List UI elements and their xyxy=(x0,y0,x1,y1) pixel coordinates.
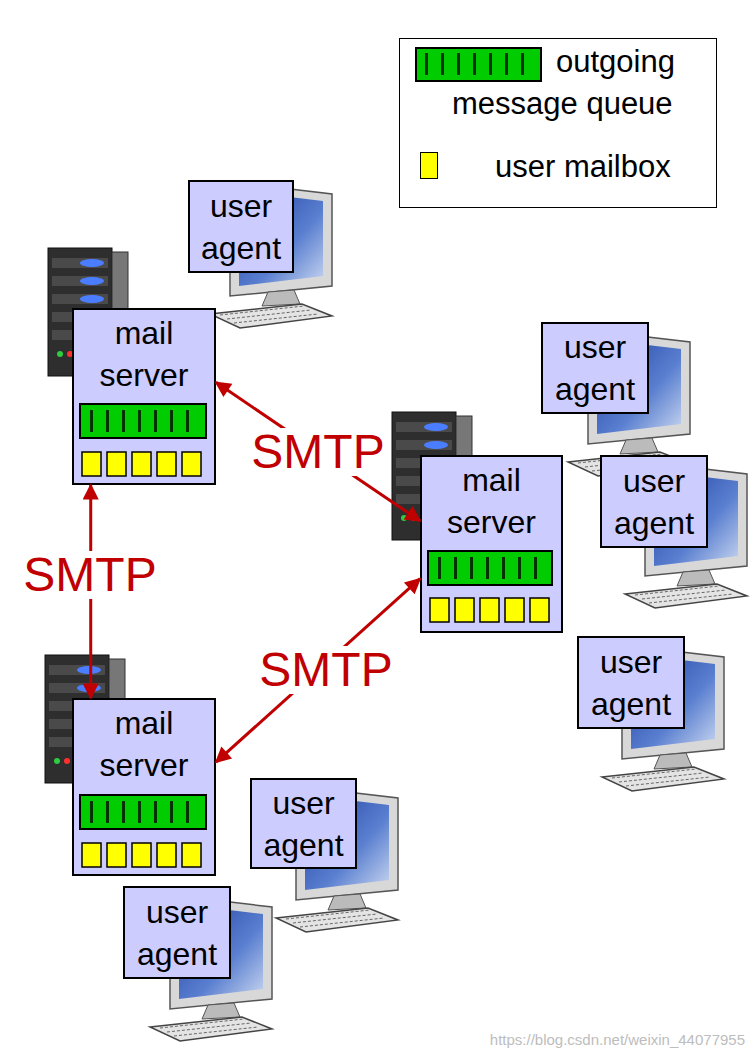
smtp-arrow xyxy=(216,579,420,762)
watermark: https://blog.csdn.net/weixin_44077955 xyxy=(440,1031,745,1048)
server-label: mail server xyxy=(74,312,214,396)
agent-label: user agent xyxy=(579,641,683,725)
mail-server-box: mail server xyxy=(420,455,563,633)
server-label: mail server xyxy=(422,459,561,543)
protocol-label: SMTP xyxy=(19,551,160,599)
mailboxes xyxy=(82,452,201,476)
user-agent-box: user agent xyxy=(250,778,357,869)
message-queue xyxy=(80,404,206,438)
agent-label: user agent xyxy=(190,185,292,269)
message-queue xyxy=(428,551,552,585)
protocol-label: SMTP xyxy=(255,646,396,694)
protocol-label: SMTP xyxy=(247,428,388,476)
smtp-arrow xyxy=(216,382,420,521)
mailboxes xyxy=(82,843,201,867)
message-queue xyxy=(80,795,206,829)
agent-label: user agent xyxy=(252,782,355,866)
user-agent-box: user agent xyxy=(600,455,708,548)
agent-label: user agent xyxy=(125,891,229,975)
server-label: mail server xyxy=(74,702,214,786)
user-agent-box: user agent xyxy=(188,180,294,273)
legend-swatch xyxy=(420,152,438,179)
legend-text: user mailbox xyxy=(495,146,710,188)
mail-server-box: mail server xyxy=(72,308,216,485)
legend-swatch xyxy=(415,47,542,82)
mailboxes xyxy=(430,598,549,622)
agent-label: user agent xyxy=(543,326,647,410)
user-agent-box: user agent xyxy=(541,322,649,414)
agent-label: user agent xyxy=(602,460,706,544)
mail-server-box: mail server xyxy=(72,698,216,876)
user-agent-box: user agent xyxy=(577,636,685,729)
user-agent-box: user agent xyxy=(123,886,231,979)
